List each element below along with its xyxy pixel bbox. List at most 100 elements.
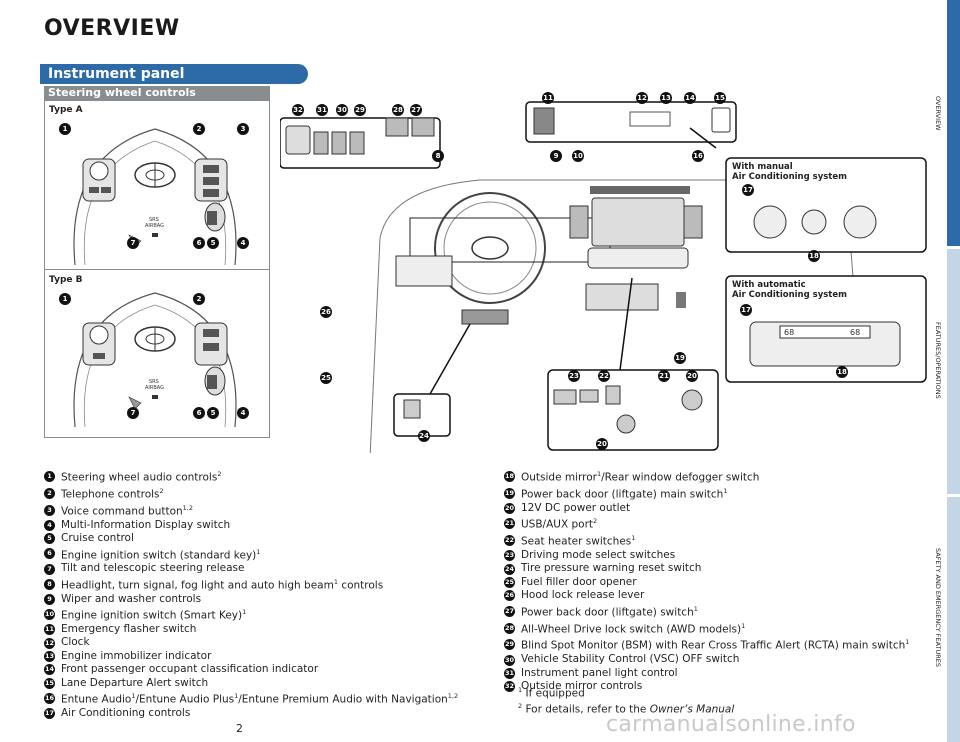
sw-b-badge-1: 1: [59, 293, 71, 305]
sw-a-badge-7: 7: [127, 237, 139, 249]
svg-text:SRS: SRS: [149, 379, 159, 385]
item-label: Emergency flasher switch: [61, 623, 197, 636]
tab-safety-emergency[interactable]: [947, 497, 960, 742]
item-label: Outside mirror controls: [521, 680, 643, 693]
list-item: 26 Hood lock release lever: [504, 589, 909, 602]
item-label: Entune Audio1/Entune Audio Plus1/Entune …: [61, 692, 459, 706]
item-label: Power back door (liftgate) switch1: [521, 604, 698, 619]
svg-text:68: 68: [784, 328, 794, 337]
svg-text:68: 68: [850, 328, 860, 337]
diagram-badge-19: 19: [674, 352, 686, 364]
footnotes: 1 If equipped 2 For details, refer to th…: [518, 684, 734, 715]
diagram-badge-26: 26: [320, 306, 332, 318]
item-number-badge: 21: [504, 518, 515, 530]
diagram-badge-23: 23: [568, 370, 580, 382]
item-label: Steering wheel audio controls2: [61, 470, 222, 484]
sw-a-badge-6: 6: [193, 237, 205, 249]
steering-wheel-type-b-illustration: SRS AIRBAG: [73, 292, 237, 427]
item-number-badge: 19: [504, 487, 515, 499]
diagram-badge-32: 32: [292, 104, 304, 116]
svg-text:SRS: SRS: [149, 217, 159, 223]
item-number-badge: 32: [504, 681, 515, 693]
item-number-badge: 8: [44, 578, 55, 590]
item-label: Air Conditioning controls: [61, 707, 191, 719]
type-a-label: Type A: [49, 105, 83, 115]
item-number-badge: 18: [504, 470, 515, 482]
item-number-badge: 29: [504, 639, 515, 651]
item-number-badge: 13: [44, 651, 55, 663]
item-label: Clock: [61, 636, 90, 649]
diagram-badge-11: 11: [542, 92, 554, 104]
tab-overview[interactable]: [947, 0, 960, 246]
item-number-badge: 15: [44, 677, 55, 689]
sw-a-badge-2: 2: [193, 123, 205, 135]
page-number: 2: [236, 722, 243, 735]
item-label: Voice command button1,2: [61, 503, 194, 518]
item-number-badge: 26: [504, 590, 515, 602]
dashboard-illustration: 68 68: [280, 101, 927, 453]
diagram-badge-15: 15: [714, 92, 726, 104]
item-number-badge: 1: [44, 470, 55, 482]
item-number-badge: 11: [44, 624, 55, 636]
sw-b-badge-6: 6: [193, 407, 205, 419]
diagram-badge-25: 25: [320, 372, 332, 384]
diagram-badge-17-auto: 17: [740, 304, 752, 316]
item-number-badge: 2: [44, 487, 55, 499]
item-label: Engine ignition switch (Smart Key)1: [61, 608, 247, 622]
diagram-badge-13: 13: [660, 92, 672, 104]
item-label: Headlight, turn signal, fog light and au…: [61, 577, 384, 592]
section-banner: Instrument panel: [40, 64, 308, 84]
item-number-badge: 3: [44, 504, 55, 516]
diagram-badge-18-auto: 18: [836, 366, 848, 378]
sw-a-badge-1: 1: [59, 123, 71, 135]
list-item: 8 Headlight, turn signal, fog light and a…: [44, 576, 458, 593]
tab-overview-label: OVERVIEW: [934, 96, 942, 131]
list-item: 32 Outside mirror controls: [504, 680, 909, 693]
item-number-badge: 31: [504, 667, 515, 679]
list-item: 3 Voice command button1,2: [44, 502, 458, 519]
auto-ac-label-line1: With automatic: [732, 280, 806, 290]
item-label: Engine immobilizer indicator: [61, 649, 212, 662]
item-label: Vehicle Stability Control (VSC) OFF swit…: [521, 653, 740, 666]
item-label: Blind Spot Monitor (BSM) with Rear Cross…: [521, 638, 910, 652]
list-item: 11 Emergency flasher switch: [44, 623, 458, 636]
svg-text:AIRBAG: AIRBAG: [145, 223, 164, 229]
sw-b-badge-5: 5: [207, 407, 219, 419]
diagram-badge-28: 28: [392, 104, 404, 116]
item-label: Instrument panel light control: [521, 666, 678, 679]
footnote-1: 1 If equipped: [518, 686, 585, 700]
item-number-badge: 6: [44, 548, 55, 560]
item-label: Tilt and telescopic steering release: [61, 562, 245, 575]
sw-b-badge-7: 7: [127, 407, 139, 419]
sw-b-badge-2: 2: [193, 293, 205, 305]
auto-ac-label-line2: Air Conditioning system: [732, 290, 847, 300]
diagram-badge-29: 29: [354, 104, 366, 116]
sw-a-badge-4: 4: [237, 237, 249, 249]
item-label: Driving mode select switches: [521, 549, 676, 562]
item-number-badge: 12: [44, 637, 55, 649]
type-b-label: Type B: [49, 275, 83, 285]
page-title: OVERVIEW: [44, 16, 180, 41]
item-number-badge: 27: [504, 605, 515, 617]
item-label: Hood lock release lever: [521, 589, 645, 602]
item-label: All-Wheel Drive lock switch (AWD models)…: [521, 621, 746, 636]
watermark: carmanualsonline.info: [606, 712, 856, 737]
list-item: 13 Engine immobilizer indicator: [44, 650, 458, 663]
tab-features-operations[interactable]: [947, 249, 960, 494]
manual-ac-label: With manual Air Conditioning system: [732, 162, 847, 182]
item-number-badge: 4: [44, 519, 55, 531]
item-label: Front passenger occupant classification …: [61, 663, 319, 676]
item-number-badge: 20: [504, 503, 515, 515]
